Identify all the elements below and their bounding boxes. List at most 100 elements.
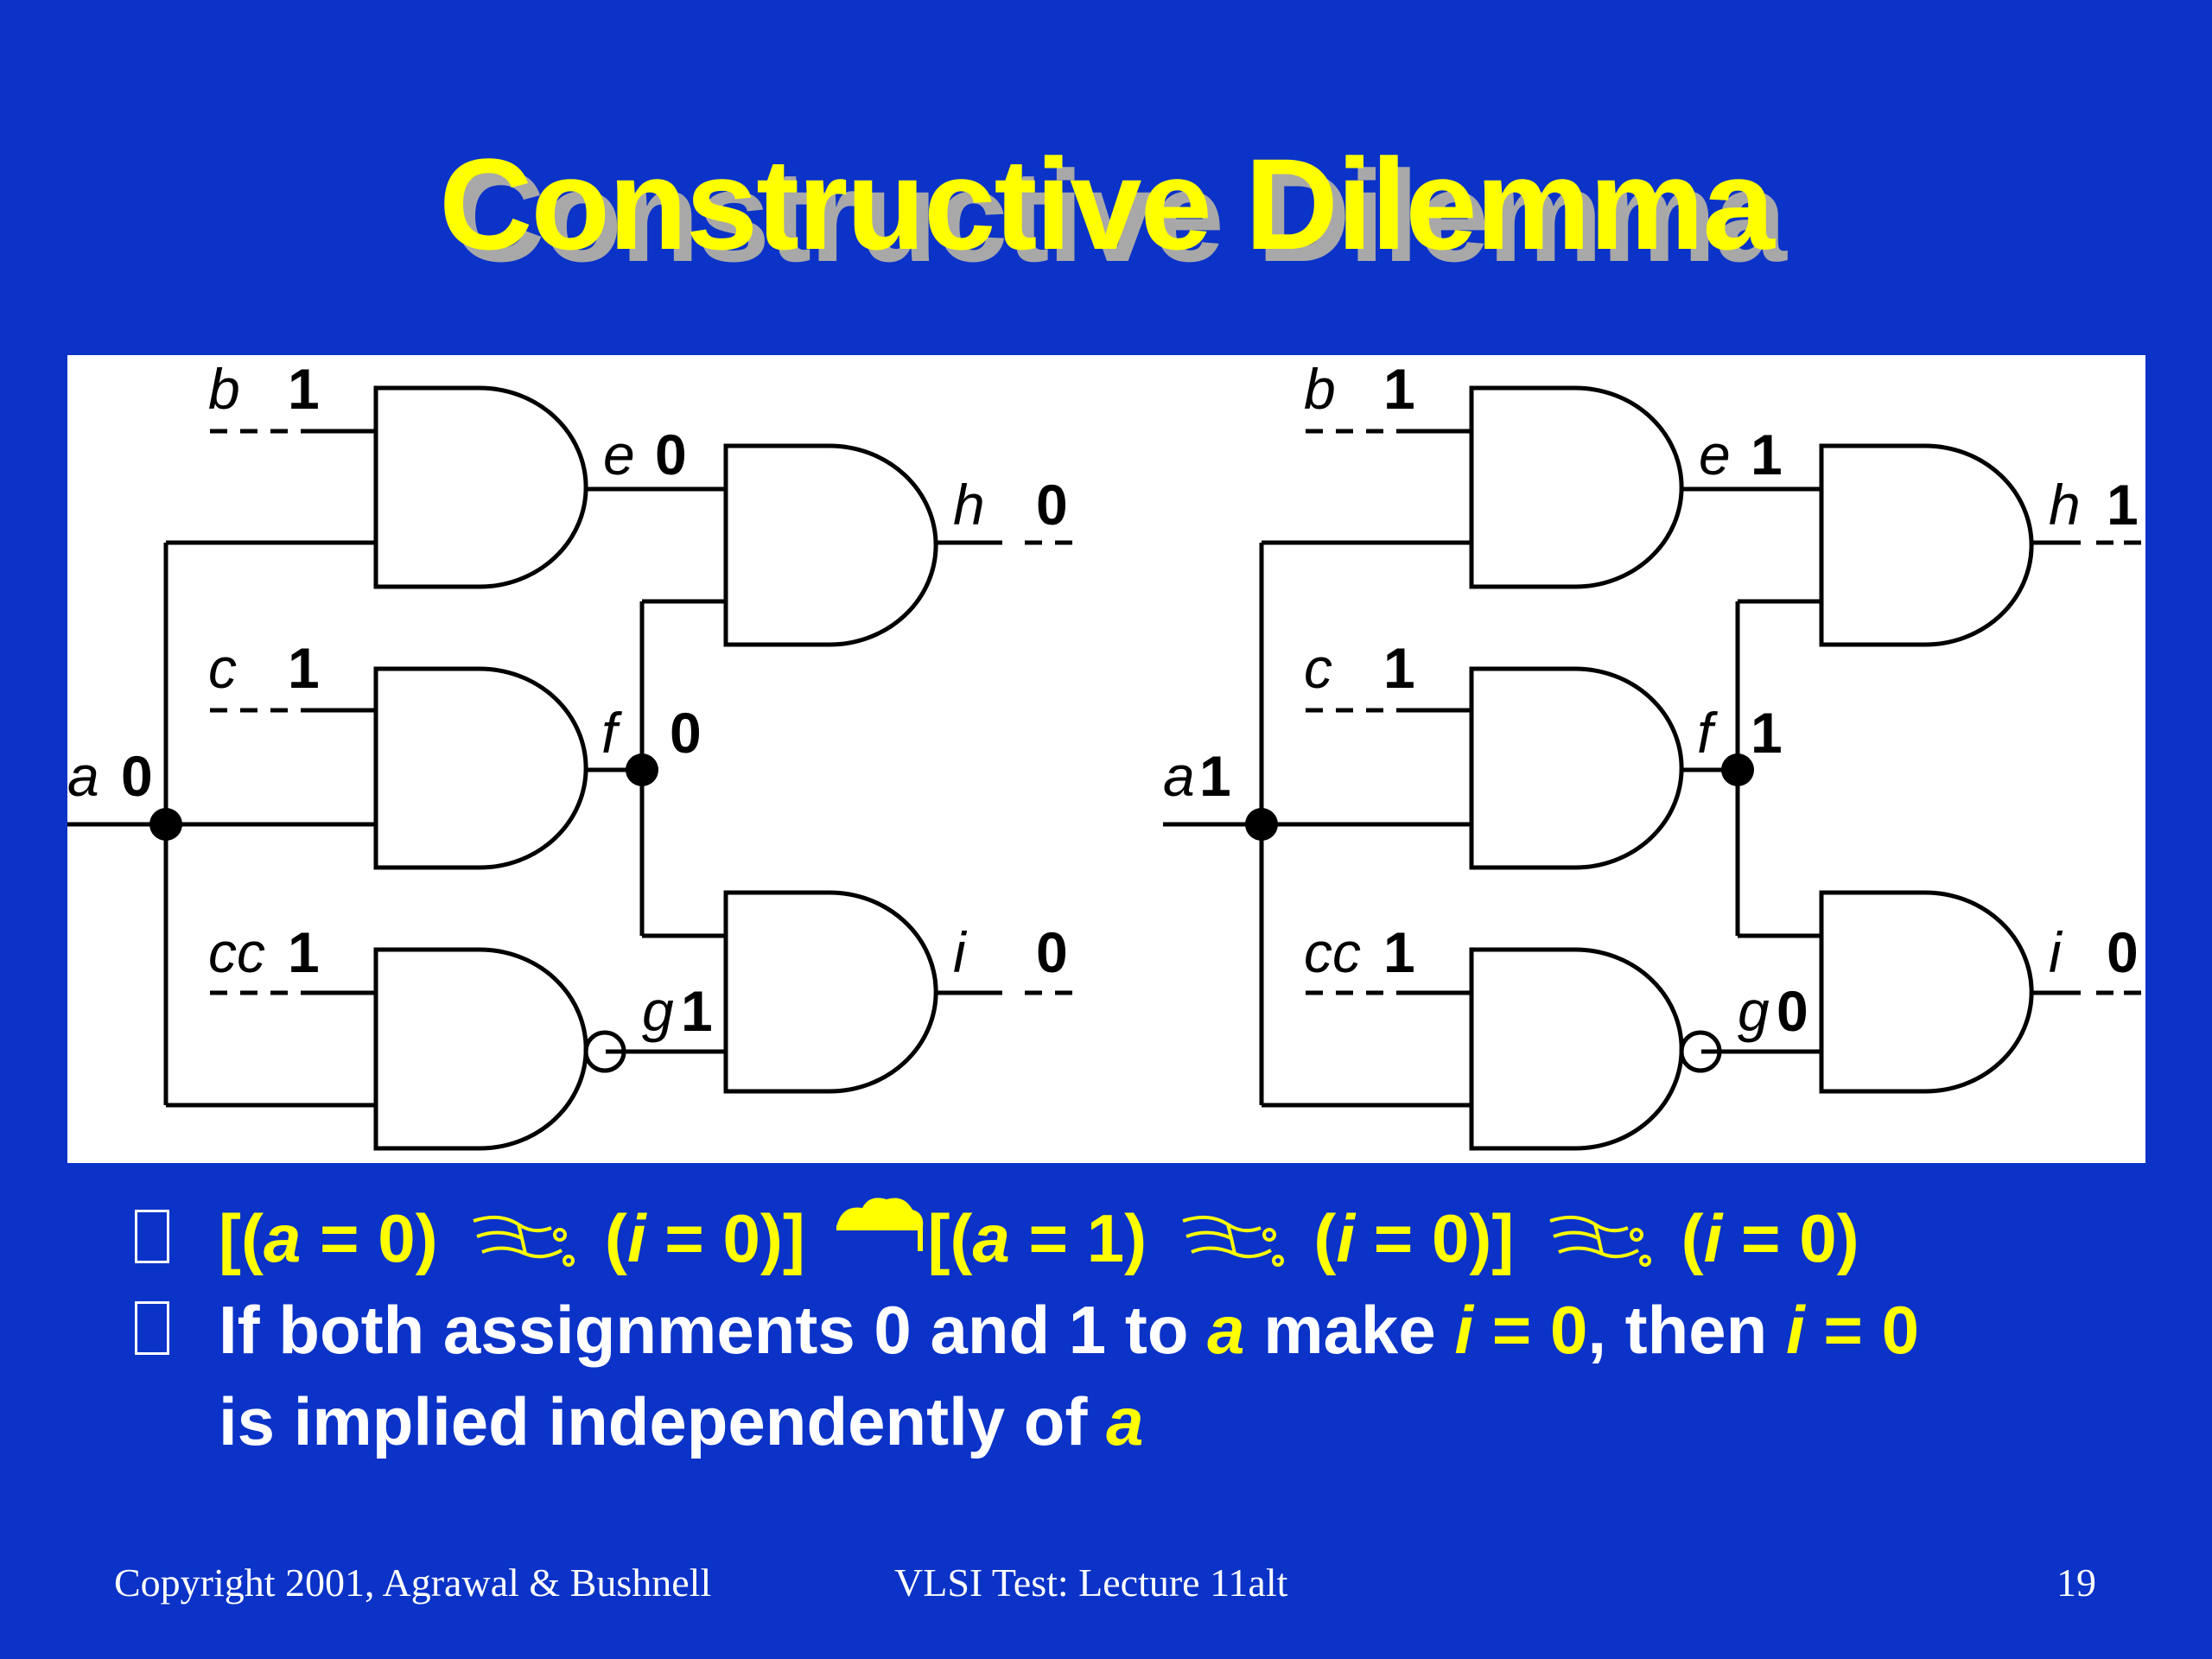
label-g: g	[1738, 979, 1770, 1043]
value-g: 1	[681, 979, 713, 1043]
implies-symbol-icon	[1549, 1216, 1651, 1268]
formula-var: i	[626, 1200, 646, 1276]
formula-text: = 0)]	[1355, 1200, 1533, 1276]
label-e: e	[603, 423, 635, 486]
and-gate-f	[1469, 666, 1684, 870]
label-cc: cc	[208, 920, 265, 984]
value-a: 0	[121, 744, 153, 808]
value-i: 0	[2107, 920, 2139, 984]
and-gate-i	[1819, 890, 2034, 1094]
junction-a	[1245, 808, 1278, 841]
junction-a	[149, 808, 182, 841]
title-text: Constructive Dilemma	[439, 131, 1775, 276]
formula-var: a	[263, 1200, 302, 1276]
and-gate-h	[723, 443, 938, 647]
footer-copyright: Copyright 2001, Agrawal & Bushnell	[114, 1560, 712, 1605]
value-f: 0	[670, 701, 702, 765]
bullet-list: [(a = 0) (i = 0)] [(a = 1) (i = 0)] (i =…	[130, 1192, 2117, 1467]
value-b: 1	[288, 357, 320, 421]
label-c: c	[1304, 636, 1332, 700]
circuit-svg: b 1 c 1 cc 1 e 0 f 0 g 1 h 0 i 0 a 0 b 1…	[67, 357, 2141, 1151]
labels-left: b 1 c 1 cc 1 e 0 f 0 g 1 h 0 i 0 a 0	[67, 357, 1068, 1043]
value-f: 1	[1751, 701, 1783, 765]
value-i: 0	[1036, 920, 1068, 984]
circuit-diagrams: b 1 c 1 cc 1 e 0 f 0 g 1 h 0 i 0 a 0 b 1…	[67, 355, 2145, 1163]
label-i: i	[2049, 920, 2063, 984]
implies-symbol-icon	[1182, 1216, 1284, 1268]
value-e: 1	[1751, 423, 1783, 486]
value-h: 0	[1036, 473, 1068, 537]
value-b: 1	[1383, 357, 1415, 421]
title-area: Constructive Dilemma Constructive Dilemm…	[0, 130, 2212, 289]
statement-text: is implied independently of	[219, 1383, 1107, 1459]
circuit-left	[67, 385, 1072, 1151]
and-gate-i	[723, 890, 938, 1094]
label-f: f	[1697, 701, 1719, 765]
cloud-symbol-icon	[836, 1198, 923, 1251]
value-c: 1	[288, 636, 320, 700]
label-b: b	[1304, 357, 1336, 421]
title-shadow: Constructive Dilemma	[451, 143, 1787, 289]
statement-eq: = 0	[1473, 1292, 1588, 1368]
label-g: g	[642, 979, 674, 1043]
label-f: f	[601, 701, 623, 765]
formula-text: (	[586, 1200, 627, 1276]
nand-gate-g	[1469, 947, 1684, 1151]
wires	[67, 429, 1002, 1108]
input-stubs	[210, 429, 1072, 995]
and-gate-h	[1819, 443, 2034, 647]
formula-text: = 0)	[1722, 1200, 1859, 1276]
value-e: 0	[655, 423, 687, 486]
statement-text: If both assignments 0 and 1 to	[219, 1292, 1208, 1368]
nand-bubble	[583, 1030, 626, 1073]
formula-var: i	[1336, 1200, 1356, 1276]
label-h: h	[2049, 473, 2081, 537]
label-a: a	[1163, 744, 1195, 808]
formula-text: = 0)]	[645, 1200, 824, 1276]
and-gate-e	[373, 385, 588, 589]
junction-f	[626, 753, 658, 786]
formula-text: [(	[927, 1200, 973, 1276]
statement-text: make	[1244, 1292, 1455, 1368]
formula-text: [(	[219, 1200, 264, 1276]
label-c: c	[208, 636, 237, 700]
statement-var: i	[1786, 1292, 1805, 1368]
label-h: h	[953, 473, 985, 537]
statement-var: a	[1207, 1292, 1245, 1368]
statement-var: a	[1106, 1383, 1144, 1459]
nand-gate-g	[373, 947, 588, 1151]
value-cc: 1	[1383, 920, 1415, 984]
formula-text: = 1)	[1009, 1200, 1166, 1276]
value-c: 1	[1383, 636, 1415, 700]
label-cc: cc	[1304, 920, 1361, 984]
value-cc: 1	[288, 920, 320, 984]
formula-var: a	[972, 1200, 1010, 1276]
label-e: e	[1699, 423, 1731, 486]
bullet-marker	[135, 1210, 169, 1263]
formula-text: (	[1294, 1200, 1337, 1276]
value-h: 1	[2107, 473, 2139, 537]
value-g: 0	[1777, 979, 1808, 1043]
implies-symbol-icon	[473, 1216, 575, 1268]
and-gate-f	[373, 666, 588, 870]
bullet-statement: If both assignments 0 and 1 to a make i …	[130, 1284, 2117, 1467]
slide-title: Constructive Dilemma Constructive Dilemm…	[439, 130, 1787, 289]
value-a: 1	[1199, 744, 1231, 808]
statement-var: i	[1454, 1292, 1474, 1368]
label-a: a	[67, 744, 99, 808]
footer-page-number: 19	[2056, 1560, 2096, 1605]
bullet-formula: [(a = 0) (i = 0)] [(a = 1) (i = 0)] (i =…	[130, 1192, 2117, 1284]
footer-course: VLSI Test: Lecture 11alt	[894, 1560, 1288, 1605]
junction-f	[1721, 753, 1754, 786]
wires	[1163, 429, 2081, 1108]
bullet-marker	[135, 1301, 169, 1355]
label-b: b	[208, 357, 240, 421]
statement-eq: = 0	[1804, 1292, 1919, 1368]
and-gate-e	[1469, 385, 1684, 589]
nand-bubble	[1679, 1030, 1722, 1073]
formula-var: i	[1703, 1200, 1723, 1276]
label-i: i	[953, 920, 968, 984]
formula-text: (	[1662, 1200, 1704, 1276]
circuit-right	[1163, 385, 2141, 1151]
formula-text: = 0)	[301, 1200, 457, 1276]
